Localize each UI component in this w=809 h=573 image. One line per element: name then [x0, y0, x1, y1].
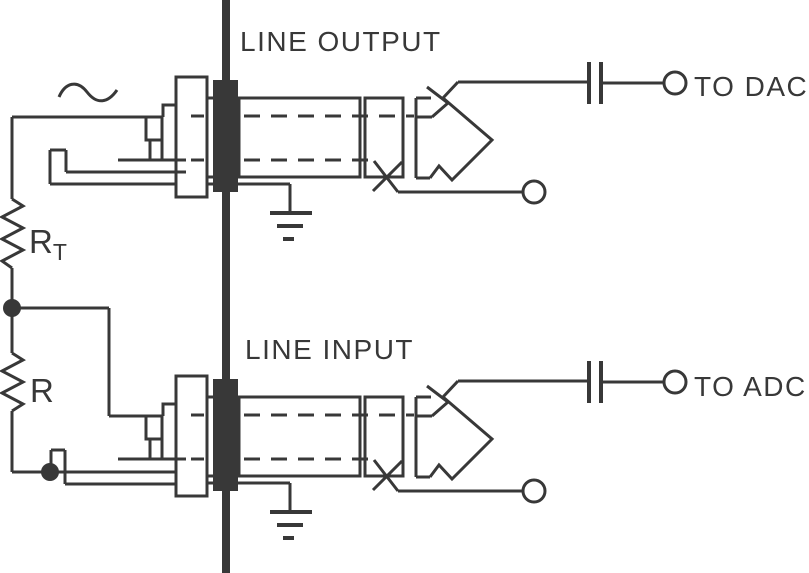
- resistor-r-label: R: [30, 372, 54, 409]
- junction-dot-bottom: [41, 463, 59, 481]
- resistor-rt: [0, 197, 27, 304]
- output-wiring: [10, 115, 186, 199]
- line-output-label: LINE OUTPUT: [240, 26, 442, 57]
- resistor-rt-label: RT: [29, 223, 67, 265]
- to-adc-label: TO ADC: [694, 371, 807, 402]
- to-dac-label: TO DAC: [694, 71, 808, 102]
- input-sleeve-wiring: [12, 448, 176, 486]
- panel-line: [222, 0, 230, 573]
- jack-assembly-line-output: [116, 60, 688, 241]
- jack-assembly-line-input: [116, 359, 688, 540]
- signal-source-icon: [57, 82, 119, 103]
- resistor-r: [0, 308, 27, 472]
- input-tip-wiring: [12, 306, 163, 418]
- line-input-label: LINE INPUT: [245, 334, 414, 365]
